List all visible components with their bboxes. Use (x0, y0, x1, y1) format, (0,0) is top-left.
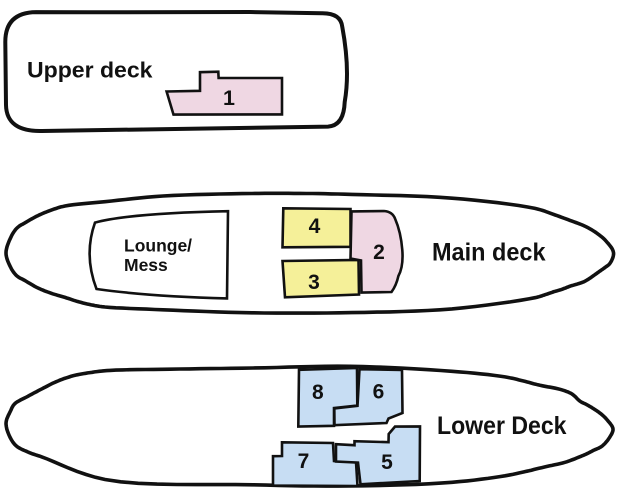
svg-text:6: 6 (373, 380, 385, 403)
svg-text:4: 4 (309, 215, 321, 238)
svg-text:3: 3 (308, 271, 320, 294)
svg-text:7: 7 (298, 450, 310, 473)
svg-text:5: 5 (381, 451, 393, 474)
svg-text:Mess: Mess (124, 255, 168, 275)
svg-text:Upper deck: Upper deck (27, 58, 153, 83)
svg-text:8: 8 (312, 381, 324, 404)
svg-text:Lower Deck: Lower Deck (437, 412, 567, 440)
svg-text:2: 2 (373, 241, 385, 264)
svg-text:1: 1 (223, 86, 235, 110)
svg-text:Lounge/: Lounge/ (124, 235, 192, 255)
svg-text:Main deck: Main deck (432, 239, 546, 267)
